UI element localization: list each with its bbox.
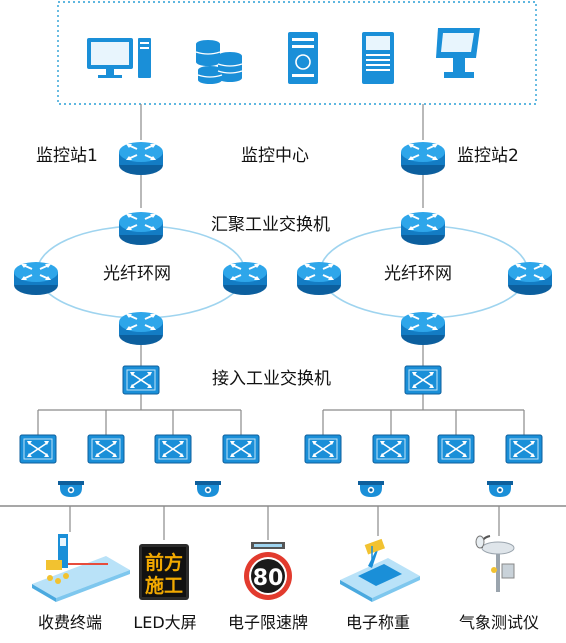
- speed-limit-value: 80: [253, 566, 284, 591]
- device-drops: [69, 506, 500, 540]
- center-links: [140, 104, 424, 410]
- led-sign-icon: 前方 施工: [139, 544, 189, 600]
- router-icon: [13, 261, 59, 296]
- led-sign-line1: 前方: [145, 551, 183, 574]
- router-icon: [400, 141, 446, 176]
- switch-icon: [505, 434, 543, 464]
- device-label: 收费终端: [37, 613, 102, 632]
- station1-label: 监控站1: [36, 146, 98, 166]
- led-sign-line2: 施工: [145, 574, 183, 597]
- router-icon: [507, 261, 553, 296]
- camera-icon: [58, 481, 84, 497]
- speed-limit-sign-icon: 80: [244, 542, 292, 600]
- access-switch-label: 接入工业交换机: [212, 369, 331, 389]
- router-icon: [118, 311, 164, 346]
- weighbridge-icon: [340, 538, 420, 602]
- monitor-icon: [87, 38, 151, 78]
- switch-icon: [19, 434, 57, 464]
- device-label: 气象测试仪: [458, 613, 539, 632]
- router-icon: [222, 261, 268, 296]
- router-icon: [118, 211, 164, 246]
- switch-icon: [87, 434, 125, 464]
- weather-station-icon: [475, 535, 515, 592]
- distribution-lines: [37, 409, 525, 436]
- router-icon: [400, 311, 446, 346]
- toll-terminal-icon: [32, 534, 130, 602]
- fiber-ring-right-label: 光纤环网: [384, 264, 452, 284]
- router-icon: [118, 141, 164, 176]
- center-label: 监控中心: [241, 146, 309, 166]
- switch-icon: [122, 365, 160, 395]
- camera-icon: [195, 481, 221, 497]
- device-label: 电子称重: [345, 613, 410, 632]
- server-icon: [288, 32, 318, 84]
- aggregation-switch-label: 汇聚工业交换机: [211, 215, 330, 235]
- router-icon: [400, 211, 446, 246]
- station2-label: 监控站2: [457, 146, 519, 166]
- fiber-ring-left-label: 光纤环网: [103, 264, 171, 284]
- kiosk-icon: [436, 28, 480, 78]
- database-icon: [195, 40, 243, 84]
- storage-tower-icon: [362, 32, 394, 84]
- device-label: 电子限速牌: [227, 613, 308, 632]
- router-icon: [296, 261, 342, 296]
- device-label: LED大屏: [133, 613, 197, 632]
- camera-icon: [358, 481, 384, 497]
- switch-icon: [404, 365, 442, 395]
- camera-icon: [487, 481, 513, 497]
- switch-icon: [304, 434, 342, 464]
- switch-icon: [372, 434, 410, 464]
- switch-icon: [154, 434, 192, 464]
- switch-icon: [437, 434, 475, 464]
- switch-icon: [222, 434, 260, 464]
